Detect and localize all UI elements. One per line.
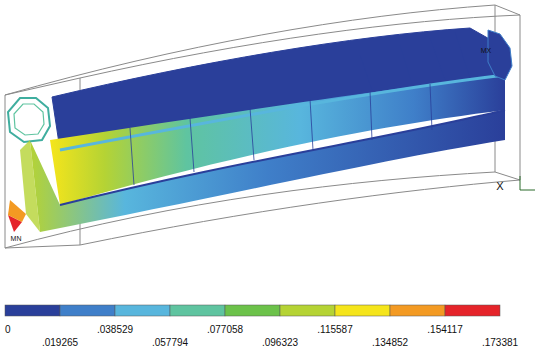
bounding-wireframe bbox=[5, 5, 520, 248]
color-scale-bar bbox=[5, 305, 500, 316]
scale-value: .096323 bbox=[262, 338, 298, 348]
scale-value: .057794 bbox=[152, 338, 188, 348]
beam-mesh bbox=[8, 28, 512, 232]
scale-value: .115587 bbox=[317, 325, 352, 335]
axis-label: X bbox=[496, 181, 503, 192]
min-marker: MN bbox=[11, 235, 22, 242]
scale-value: .077058 bbox=[207, 325, 243, 335]
scale-value: .038529 bbox=[97, 325, 133, 335]
scale-value: .134852 bbox=[372, 338, 408, 348]
scale-value: .173381 bbox=[482, 338, 518, 348]
max-marker: MX bbox=[481, 47, 492, 54]
axis-triad bbox=[520, 176, 535, 190]
scale-value: 0 bbox=[5, 325, 11, 335]
scale-value: .019265 bbox=[42, 338, 78, 348]
scale-value: .154117 bbox=[427, 325, 462, 335]
